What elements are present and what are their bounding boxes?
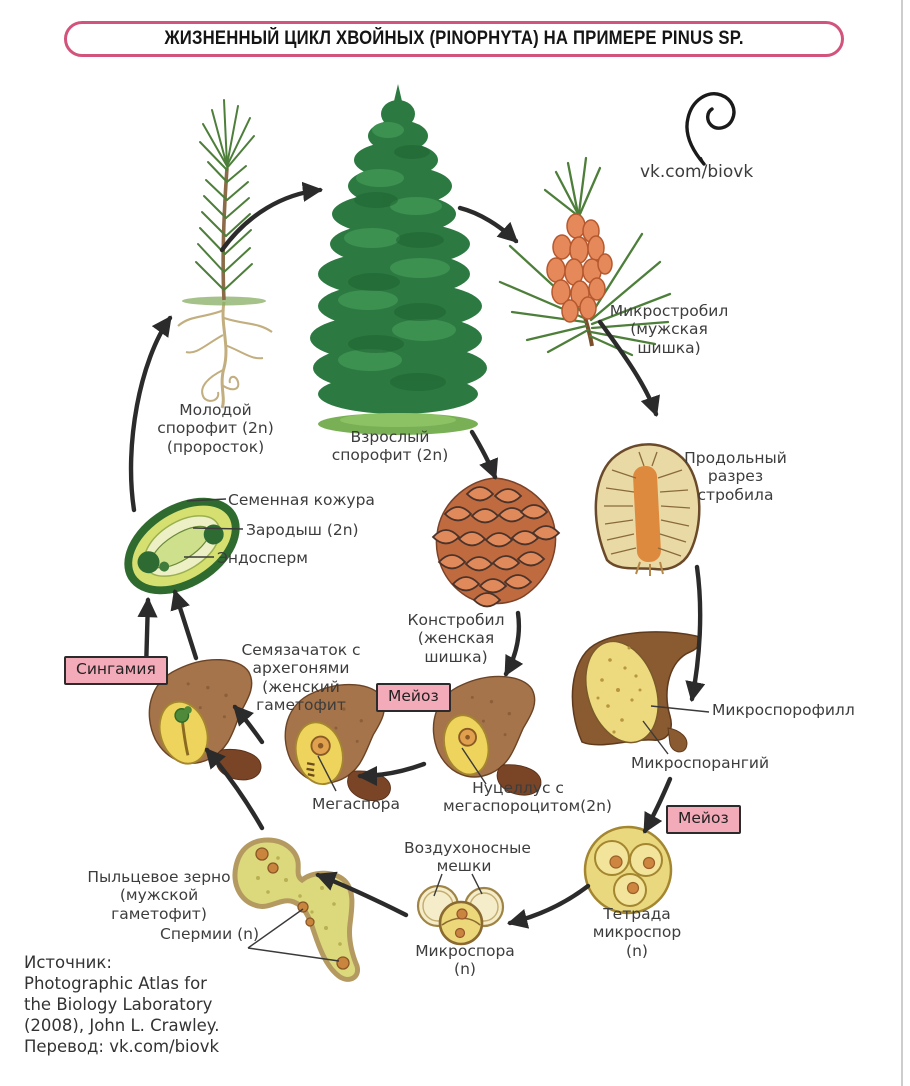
arrow-seedling-to-tree — [219, 181, 324, 253]
label-microsporangium: Микроспорангий — [631, 754, 770, 772]
label-endosperm: Эндосперм — [217, 549, 308, 567]
arrow-pollen-to-ovule — [204, 747, 265, 831]
badge-syngamy: Сингамия — [64, 656, 168, 685]
label-microsporophyll: Микроспорофилл — [712, 701, 855, 719]
adult-tree-illustration — [310, 84, 487, 435]
tetrad-illustration — [583, 825, 673, 915]
source-line: Photographic Atlas for — [24, 973, 207, 993]
arrow-syngamy-to-seed-2 — [170, 589, 199, 661]
arrow-megaspore-to-archegonia — [232, 704, 265, 745]
arrow-nucellus-to-megaspore — [356, 761, 427, 787]
label-embryo: Зародыш (2n) — [246, 521, 359, 539]
ovule-syngamy-illustration — [143, 655, 263, 784]
microspore-illustration — [416, 884, 505, 946]
badge-meiosis-center: Мейоз — [376, 683, 451, 712]
label-megaspore: Мегаспора — [311, 795, 401, 813]
pollen-grain-illustration — [232, 837, 361, 982]
ovule-megaspore-illustration — [281, 681, 392, 803]
fern-spiral-logo-icon — [685, 92, 736, 166]
label-microspore: Микроспора (n) — [415, 942, 515, 979]
label-ovule-archegonia: Семязачаток с архегонями (женский гамето… — [241, 641, 361, 714]
microsporophyll-illustration — [571, 631, 701, 753]
watermark-link: vk.com/biovk — [640, 162, 754, 182]
arrow-microspore-to-pollen — [315, 871, 409, 918]
cycle-arrows — [128, 181, 706, 929]
arrow-tetrad-to-microspore — [507, 883, 591, 929]
source-line: the Biology Laboratory — [24, 994, 213, 1014]
label-air-sacs: Воздухоносные мешки — [404, 839, 531, 876]
arrow-tree-to-male-cone — [457, 205, 519, 244]
seed-illustration — [124, 497, 240, 595]
arrow-seed-to-seedling — [128, 315, 173, 513]
source-line: (2008), John L. Crawley. — [24, 1015, 220, 1035]
pointer-lines — [184, 498, 710, 962]
label-tetrad: Тетрада микроспор (n) — [592, 905, 682, 960]
label-sperm: Спермии (n) — [160, 925, 260, 943]
strobilus-section-illustration — [594, 443, 701, 576]
label-female-cone: Констробил (женская шишка) — [407, 611, 505, 666]
source-line: Источник: — [24, 953, 112, 972]
label-adult-sporophyte: Взрослый спорофит (2n) — [331, 428, 449, 465]
label-microstrobil: Микростробил (мужская шишка) — [609, 302, 729, 357]
title-box: ЖИЗНЕННЫЙ ЦИКЛ ХВОЙНЫХ (PINOPHYTA) НА ПР… — [64, 21, 844, 57]
badge-meiosis-right: Мейоз — [666, 805, 741, 834]
arrow-section-to-microsporophyll — [685, 564, 706, 702]
page-edge-line — [901, 0, 903, 1086]
label-young-sporophyte: Молодой спорофит (2n) (проросток) — [157, 401, 274, 456]
label-strobilus-section: Продольный разрез стробила — [684, 449, 787, 504]
arrow-male-cone-to-section — [597, 319, 660, 417]
page-title: ЖИЗНЕННЫЙ ЦИКЛ ХВОЙНЫХ (PINOPHYTA) НА ПР… — [164, 28, 744, 49]
seedling-illustration — [177, 99, 273, 409]
ovule-nucellus-illustration — [429, 673, 543, 798]
arrow-tree-to-female-cone — [469, 429, 499, 480]
label-pollen-grain: Пыльцевое зерно (мужской гаметофит) — [87, 868, 231, 923]
source-line: Перевод: vk.com/biovk — [24, 1036, 220, 1056]
male-cone-illustration — [498, 156, 672, 357]
label-nucellus: Нуцеллус с мегаспороцитом(2n) — [443, 779, 612, 816]
female-cone-illustration — [431, 477, 561, 608]
arrow-microsporangium-to-tetrad — [642, 776, 673, 834]
arrow-female-cone-to-ovule — [503, 610, 524, 677]
label-seed-coat: Семенная кожура — [228, 491, 375, 509]
source-text: Источник: Photographic Atlas for the Bio… — [24, 953, 219, 1058]
